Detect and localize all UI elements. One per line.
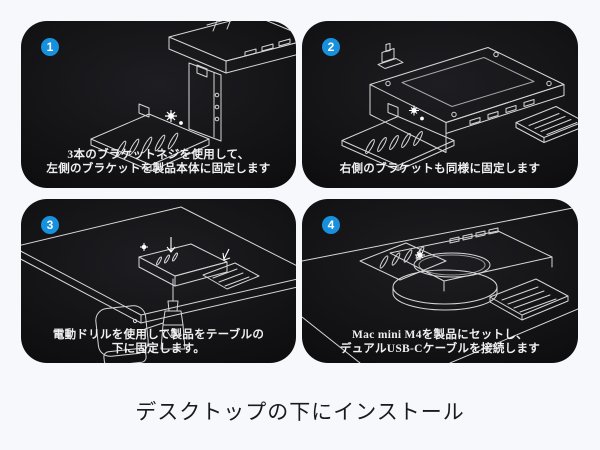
screw-icon bbox=[165, 110, 183, 125]
mac-mini-seated-illustration bbox=[302, 206, 578, 363]
step-1-caption-line-1: 3本のブラケットネジを使用して、 bbox=[67, 149, 250, 161]
screw-icon bbox=[415, 250, 425, 260]
steps-grid: 1 bbox=[21, 21, 578, 363]
attach-right-bracket-illustration bbox=[341, 43, 578, 171]
step-1-number-badge: 1 bbox=[41, 38, 59, 56]
step-3-number-badge: 3 bbox=[41, 216, 59, 234]
screw-icon bbox=[140, 243, 148, 251]
page-title: デスクトップの下にインストール bbox=[135, 401, 465, 424]
step-3-caption-line-1: 電動ドリルを使用して製品をテーブルの bbox=[52, 329, 265, 341]
step-1-caption-line-2: 左側のブラケットを製品本体に固定します bbox=[46, 162, 271, 175]
step-2-caption-line-1: 右側のブラケットも同様に固定します bbox=[339, 162, 541, 175]
step-4-caption-line-2: デュアルUSB-Cケーブルを接続します bbox=[339, 342, 541, 355]
step-3-caption: 電動ドリルを使用して製品をテーブルの 下に固定します。 bbox=[25, 329, 292, 356]
step-panel-1: 1 bbox=[21, 21, 296, 188]
arrow-up-icon bbox=[166, 237, 231, 261]
step-panel-2: 2 bbox=[302, 21, 578, 188]
step-4-caption: Mac mini M4を製品にセットし、 デュアルUSB-Cケーブルを接続します bbox=[306, 329, 574, 356]
step-1-caption: 3本のブラケットネジを使用して、 左側のブラケットを製品本体に固定します bbox=[25, 149, 292, 176]
step-2-number-badge: 2 bbox=[322, 38, 340, 56]
step-2-caption: 右側のブラケットも同様に固定します bbox=[306, 163, 574, 177]
step-4-caption-line-1: Mac mini M4を製品にセットし、 bbox=[352, 329, 528, 341]
attach-left-bracket-illustration bbox=[90, 21, 296, 172]
step-panel-3: 3 bbox=[21, 199, 296, 363]
drill-under-table-illustration bbox=[21, 206, 296, 363]
screw-icon bbox=[409, 105, 424, 121]
step-4-number-badge: 4 bbox=[322, 216, 340, 234]
step-panel-4: 4 bbox=[302, 199, 578, 363]
step-3-caption-line-2: 下に固定します。 bbox=[111, 342, 206, 355]
